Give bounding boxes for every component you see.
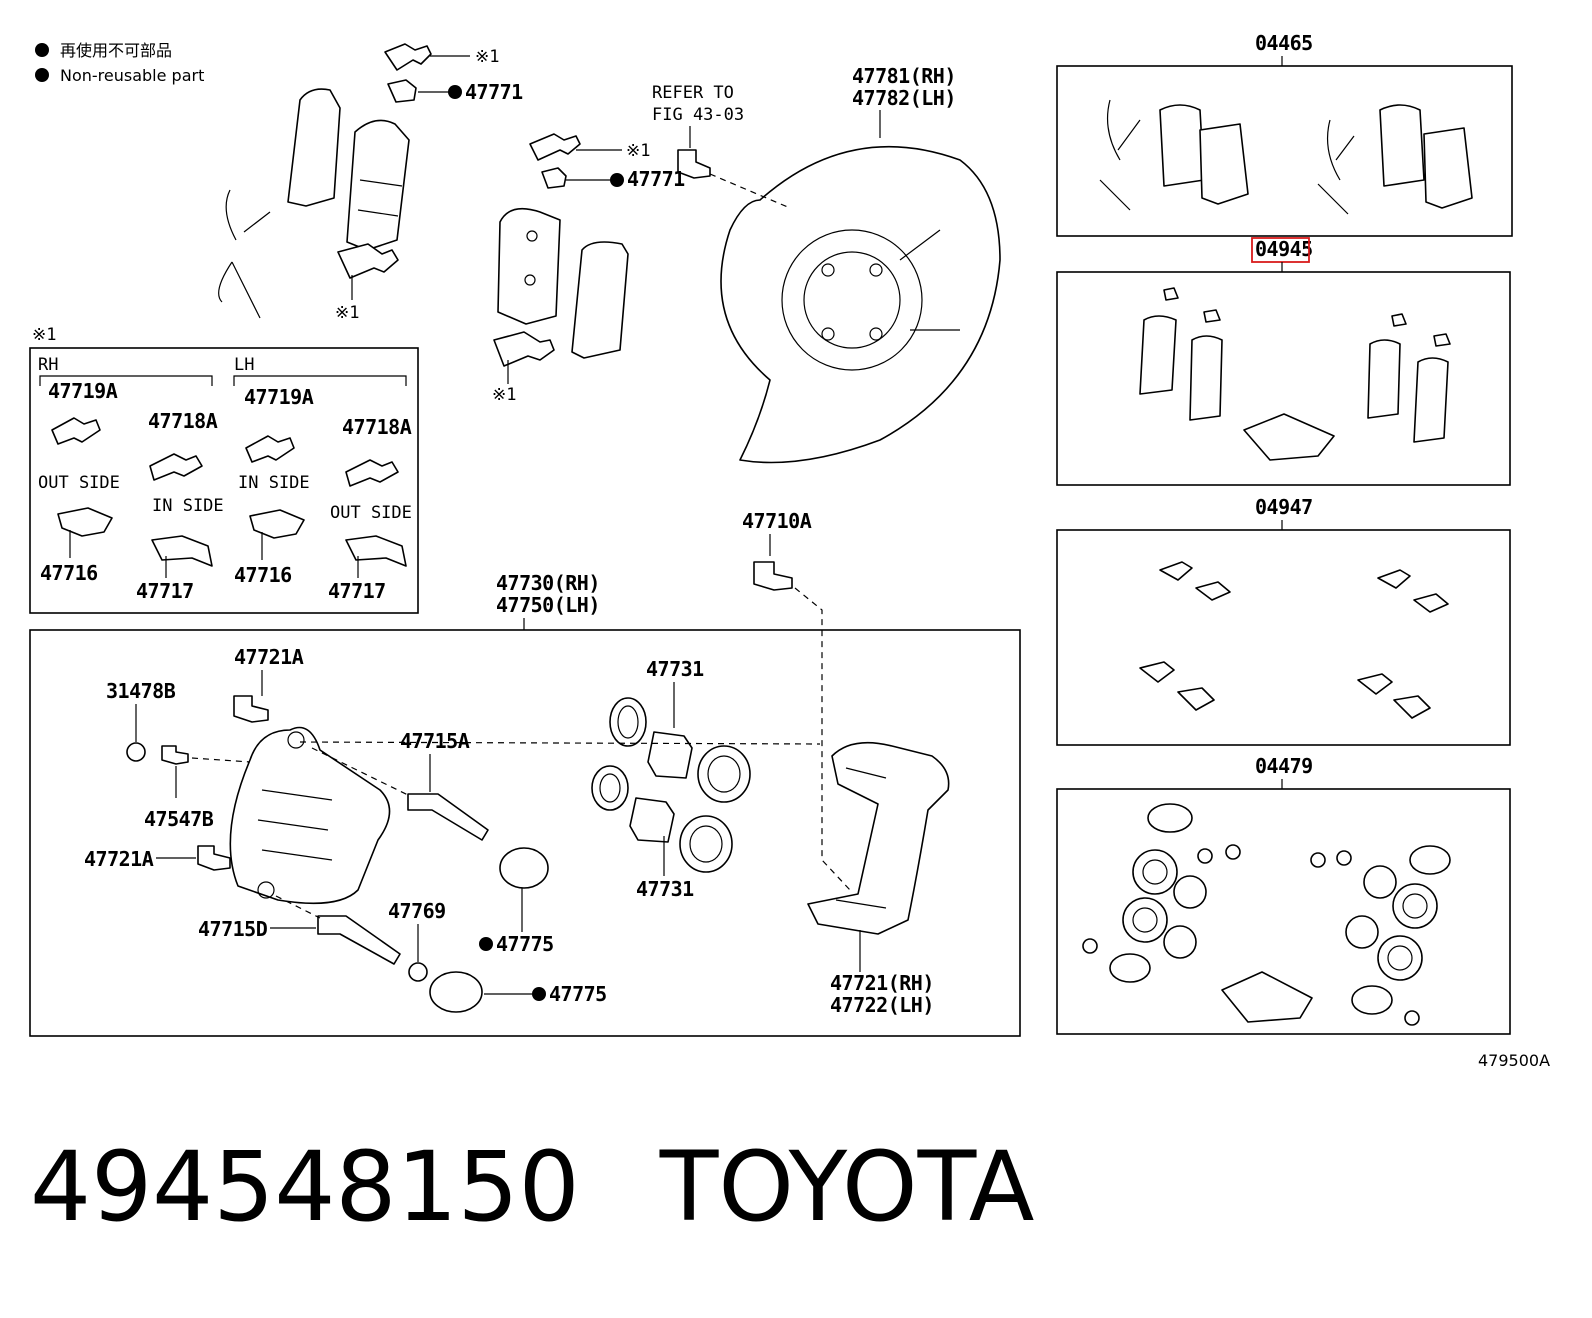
label-04465: 04465 [1255,31,1313,55]
inset-47718A-rh: 47718A [148,409,218,433]
label-47721A-top: 47721A [234,645,304,669]
label-47782: 47782(LH) [852,86,956,110]
shim-mid [571,241,629,359]
label-04945: 04945 [1255,237,1313,261]
anti-rattle-spring [218,189,271,319]
brake-pad-outer [497,207,561,325]
shim-47719A-rh [51,417,101,445]
fig-ref-label: FIG 43-03 [652,105,744,125]
inset-47719A-rh: 47719A [48,379,118,403]
clip-47771-mid [541,167,567,189]
non-reusable-bullet-icon [532,987,546,1001]
brake-pad-inner [346,119,410,251]
ref-mark-2: ※1 [335,303,359,323]
inset-47718A-lh: 47718A [342,415,412,439]
ref-mark-1: ※1 [475,47,499,67]
inset-lh-label: LH [234,355,254,375]
non-reusable-bullet-icon [610,173,624,187]
ref-mark-3: ※1 [626,141,650,161]
kit-04465: 04465 [1056,31,1513,237]
figure-code: 479500A [1478,1051,1550,1070]
shim-47718A-rh [149,453,203,481]
inset-inside-lh: IN SIDE [238,473,310,493]
part-footer: 494548150 TOYOTA [30,1132,1034,1242]
label-47715D: 47715D [198,917,268,941]
kit-04945: 04945 [1056,237,1511,486]
inset-inside-rh: IN SIDE [152,496,224,516]
shim-47718A-lh [345,459,399,487]
label-47721: 47721(RH) [830,971,934,995]
kit-04947: 04947 [1056,495,1511,746]
clip-47771 [387,79,417,103]
refer-to-label: REFER TO [652,83,734,103]
label-47775-b: 47775 [549,982,607,1006]
shim-47716-rh [57,507,113,537]
inset-47719A-lh: 47719A [244,385,314,409]
kit-04479-frame [1056,788,1511,1035]
ref-mark-4: ※1 [492,385,516,405]
label-31478B: 31478B [106,679,176,703]
shim-47716-lh [249,509,305,539]
caliper-frame [29,629,1021,1037]
label-04947: 04947 [1255,495,1313,519]
label-47710A: 47710A [742,509,812,533]
non-reusable-bullet-icon [479,937,493,951]
label-47771-a: 47771 [465,80,523,104]
brand-name: TOYOTA [659,1131,1035,1243]
inset-47717-rh: 47717 [136,579,194,603]
inset-47716-lh: 47716 [234,563,292,587]
inset-ref-mark: ※1 [32,325,56,345]
kit-04479: 04479 [1056,754,1511,1035]
anti-squeal-shim [287,88,341,207]
label-47730: 47730(RH) [496,571,600,595]
inset-outside-rh: OUT SIDE [38,473,120,493]
caliper-body [229,726,391,905]
highlight-04945 [1251,237,1310,263]
shim-clip-mid-top [529,133,581,161]
non-reusable-bullet-icon [448,85,462,99]
shim-47719A-lh [245,435,295,463]
label-47722: 47722(LH) [830,993,934,1017]
kit-04947-frame [1056,529,1511,746]
pad-assembly-left: ※1 47771 ※1 [218,43,524,323]
label-47721A-mid: 47721A [84,847,154,871]
pad-assembly-middle: REFER TO FIG 43-03 ※1 47771 ※1 [492,83,744,405]
part-number: 494548150 [30,1131,580,1243]
dust-shield-47781: 47781(RH) 47782(LH) [709,64,1001,464]
inset-47717-lh: 47717 [328,579,386,603]
legend: 再使用不可部品 Non-reusable part [35,41,204,85]
label-47731-bottom: 47731 [636,877,694,901]
legend-jp: 再使用不可部品 [60,41,172,60]
shim-clip-bottom [337,243,399,279]
non-reusable-bullet-icon [35,43,49,57]
caliper-assembly-47730: 47730(RH) 47750(LH) 47721A 31478B 47547B… [29,571,1021,1037]
inset-outside-lh: OUT SIDE [330,503,412,523]
shim-clip-top [384,43,432,71]
shim-47717-lh [345,535,407,567]
label-47771-b: 47771 [627,167,685,191]
shim-clip-mid-bottom [493,331,555,367]
label-47781: 47781(RH) [852,64,956,88]
caliper-bracket [807,741,950,935]
label-47750: 47750(LH) [496,593,600,617]
inset-frame [29,347,419,614]
inset-shim-kit: ※1 RH LH 47719A 47718A OUT SIDE IN SIDE … [29,325,419,614]
label-47775-a: 47775 [496,932,554,956]
label-47731-top: 47731 [646,657,704,681]
label-47715A: 47715A [400,729,470,753]
bolt-47710A: 47710A [742,509,851,891]
inset-rh-label: RH [38,355,58,375]
label-47547B: 47547B [144,807,214,831]
label-04479: 04479 [1255,754,1313,778]
kit-04945-frame [1056,271,1511,486]
shim-47717-rh [151,535,213,567]
label-47769: 47769 [388,899,446,923]
kit-04465-frame [1056,65,1513,237]
inset-47716-rh: 47716 [40,561,98,585]
legend-en: Non-reusable part [60,66,204,85]
bolt-to-fig [677,149,711,179]
non-reusable-bullet-icon [35,68,49,82]
